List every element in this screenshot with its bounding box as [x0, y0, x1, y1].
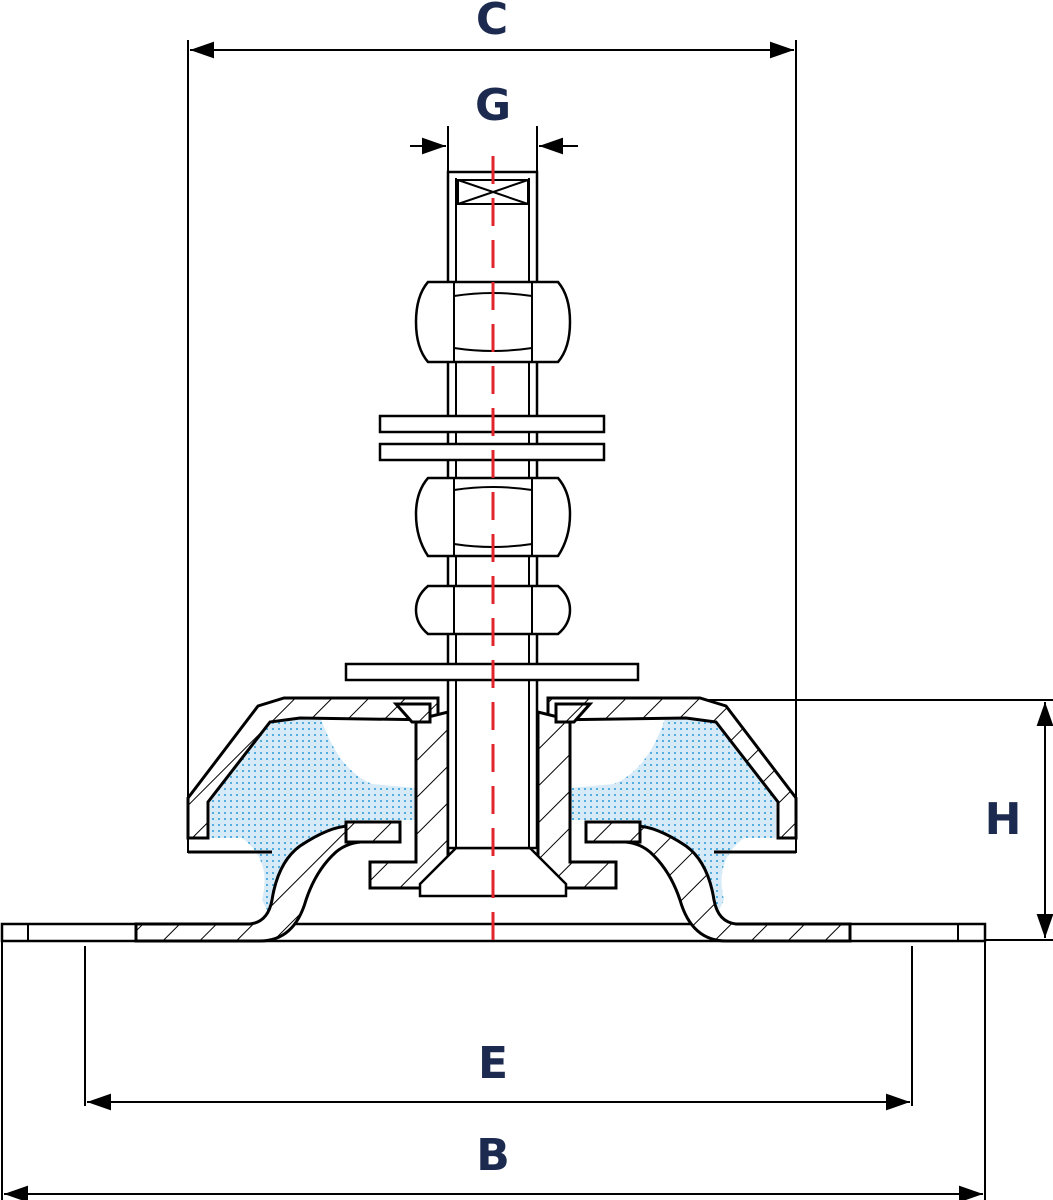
dimension-b: B [1, 940, 986, 1200]
frame-outline [187, 40, 797, 853]
inner-core [344, 702, 642, 890]
dimension-e-label: E [478, 1038, 508, 1089]
dimension-e: E [84, 946, 913, 1111]
dimension-b-label: B [476, 1130, 510, 1181]
dimension-h-label: H [985, 794, 1022, 845]
rubber-element [210, 716, 776, 920]
dimension-c: C [190, 0, 794, 59]
dimension-c-label: C [476, 0, 508, 45]
dimension-g-label: G [475, 80, 511, 131]
dimension-g: G [410, 80, 578, 175]
hex-nut-lower [414, 584, 572, 636]
